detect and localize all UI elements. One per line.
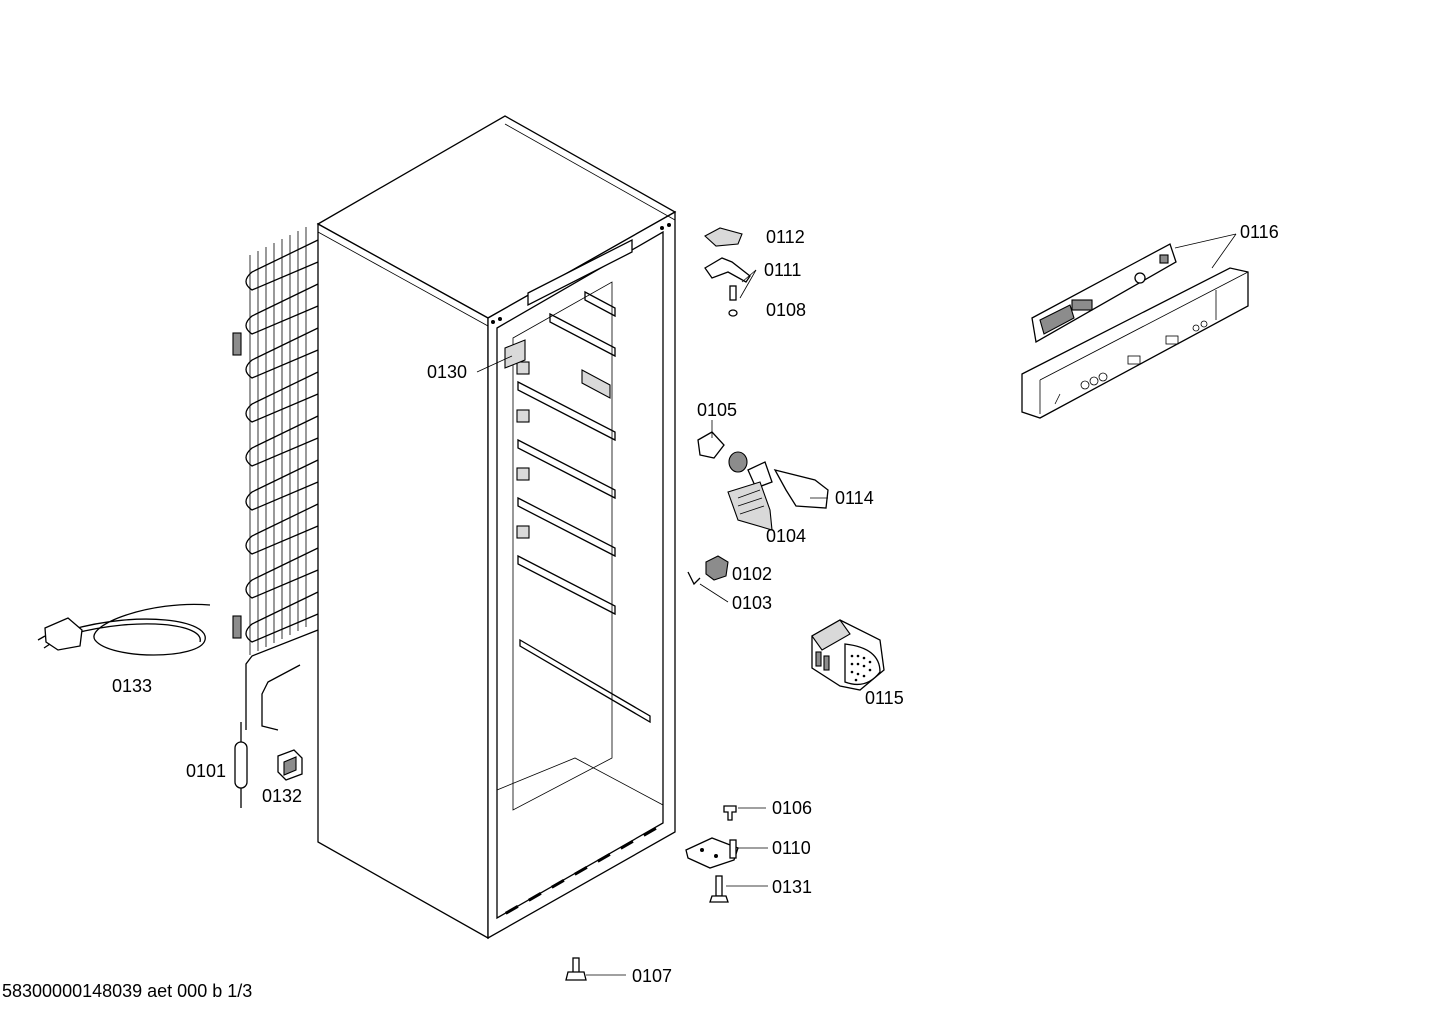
hinge-cover [704, 227, 743, 247]
document-code: 58300000148039 aet 000 b 1/3 [2, 981, 253, 1001]
part-label-0103: 0103 [732, 593, 773, 613]
part-label-0102: 0102 [732, 564, 773, 584]
part-label-0116: 0116 [1240, 222, 1279, 242]
leader-lines [476, 233, 1237, 976]
lamp-socket [728, 451, 748, 473]
part-label-0132: 0132 [262, 786, 303, 806]
part-label-0114: 0114 [835, 488, 874, 508]
top-hinge-parts [704, 227, 751, 317]
adjustable-foot-front [709, 875, 729, 903]
bottom-hinge [685, 837, 739, 869]
rating-label-sticker [504, 339, 526, 369]
thermostat-knob [705, 555, 729, 581]
part-label-0107: 0107 [632, 966, 673, 986]
part-label-0133: 0133 [112, 676, 153, 696]
control-panel [1021, 243, 1249, 419]
hinge-pin [729, 285, 737, 301]
bottom-hinge-parts [565, 805, 739, 981]
part-label-0112: 0112 [766, 227, 805, 247]
holder-clip [277, 749, 303, 781]
hinge-screw [723, 805, 737, 821]
part-label-0106: 0106 [772, 798, 813, 818]
lamp-assembly [697, 431, 829, 531]
lamp-shade [727, 481, 773, 531]
part-label-0110: 0110 [772, 838, 811, 858]
cabinet-body [316, 115, 677, 940]
adjustable-foot-rear [565, 957, 587, 981]
top-hinge [704, 257, 751, 283]
control-panel-housing [1021, 267, 1249, 419]
part-label-0111: 0111 [764, 260, 802, 280]
part-label-0101: 0101 [186, 761, 227, 781]
lamp-bulb [697, 431, 725, 459]
part-label-0105: 0105 [697, 400, 738, 420]
part-label-0130: 0130 [427, 362, 468, 382]
thermostat-spring [687, 571, 701, 586]
dryer-filter [234, 722, 248, 808]
part-label-0131: 0131 [772, 877, 813, 897]
condenser-coil [232, 227, 319, 731]
part-label-0108: 0108 [766, 300, 807, 320]
lamp-cover [773, 469, 829, 509]
part-label-0104: 0104 [766, 526, 807, 546]
fan-cover [811, 619, 885, 691]
thermostat-parts [687, 555, 729, 586]
power-cord [37, 603, 211, 656]
part-label-0115: 0115 [865, 688, 904, 708]
hinge-washer [728, 309, 738, 317]
